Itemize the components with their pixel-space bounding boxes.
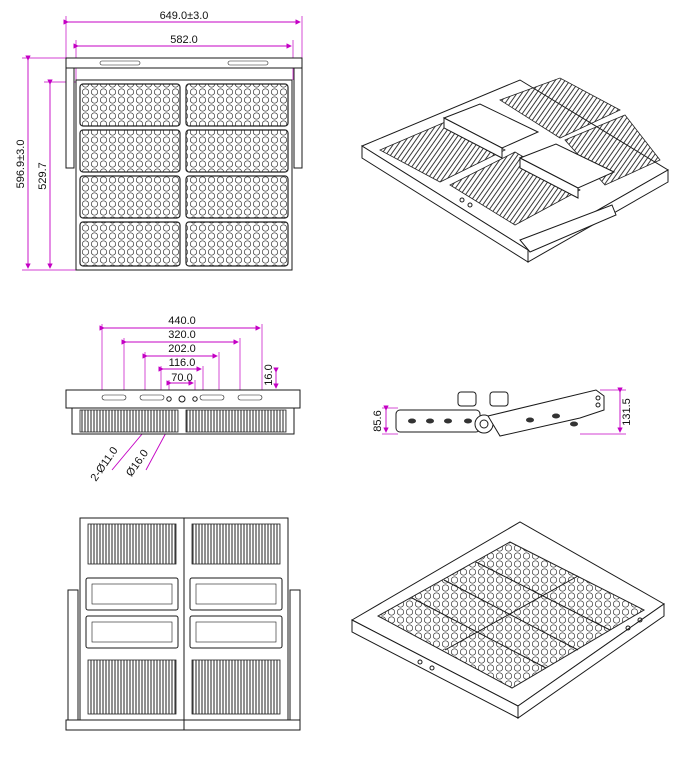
dim-202-label: 202.0 — [168, 343, 196, 355]
top-bracket-profile — [65, 389, 301, 409]
front-view: 649.0±3.0 582.0 596.9±3.0 529.7 — [15, 10, 303, 271]
dim-16-label: 16.0 — [263, 364, 275, 385]
total-height-label: 131.5 — [621, 398, 633, 426]
hole-small-label: 2-Ø11.0 — [88, 445, 120, 484]
overall-width-label: 649.0±3.0 — [160, 10, 209, 22]
side-view: 85.6 131.5 — [372, 387, 633, 437]
top-bracket — [65, 57, 303, 69]
inner-width-label: 582.0 — [170, 34, 198, 46]
dim-320-label: 320.0 — [168, 329, 196, 341]
overall-height-label: 596.9±3.0 — [15, 140, 27, 189]
side-view-dimensions: 85.6 131.5 — [372, 387, 633, 435]
inner-height-label: 529.7 — [37, 162, 49, 190]
front-width-dimension: 649.0±3.0 582.0 — [63, 10, 303, 80]
dim-70-label: 70.0 — [171, 372, 192, 384]
rear-isometric-view — [360, 77, 669, 263]
dim-440-label: 440.0 — [168, 315, 196, 327]
body-height-label: 85.6 — [372, 410, 384, 431]
front-isometric-view — [350, 521, 665, 719]
front-height-dimension: 596.9±3.0 529.7 — [15, 55, 80, 271]
top-view: 440.0 320.0 202.0 116.0 70.0 16.0 2-Ø11.… — [65, 315, 301, 484]
hole-large-label: Ø16.0 — [124, 448, 151, 479]
led-modules — [79, 83, 289, 267]
back-view — [65, 517, 301, 731]
dim-116-label: 116.0 — [169, 357, 196, 369]
